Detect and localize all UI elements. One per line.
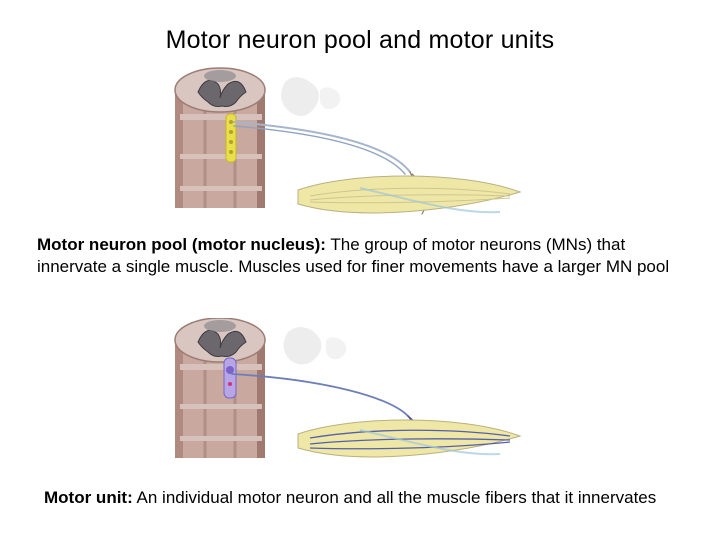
motor-unit-illustration xyxy=(160,317,580,478)
unit-diagram-svg xyxy=(174,317,522,458)
slide-title: Motor neuron pool and motor units xyxy=(165,26,555,54)
unit-definition: An individual motor neuron and all the m… xyxy=(132,488,657,507)
single-motor-neuron xyxy=(223,357,237,399)
faint-neuron-sketch xyxy=(281,77,341,116)
pool-term: Motor neuron pool (motor nucleus): xyxy=(37,235,326,254)
muscle-belly xyxy=(297,175,522,214)
pool-definition: The group of motor neurons (MNs) that in… xyxy=(37,235,670,276)
motor-neuron-pool-caption: Motor neuron pool (motor nucleus): The g… xyxy=(37,234,697,278)
faint-neuron-sketch-2 xyxy=(283,327,347,365)
motor-neuron-pool-illustration xyxy=(160,62,580,230)
spinal-cord-segment xyxy=(174,67,266,208)
motor-unit-caption: Motor unit: An individual motor neuron a… xyxy=(44,487,720,509)
muscle-belly-2 xyxy=(297,419,522,458)
pool-diagram-svg xyxy=(174,67,522,215)
spinal-cord-segment-2 xyxy=(174,317,266,458)
unit-term: Motor unit: xyxy=(44,488,133,507)
